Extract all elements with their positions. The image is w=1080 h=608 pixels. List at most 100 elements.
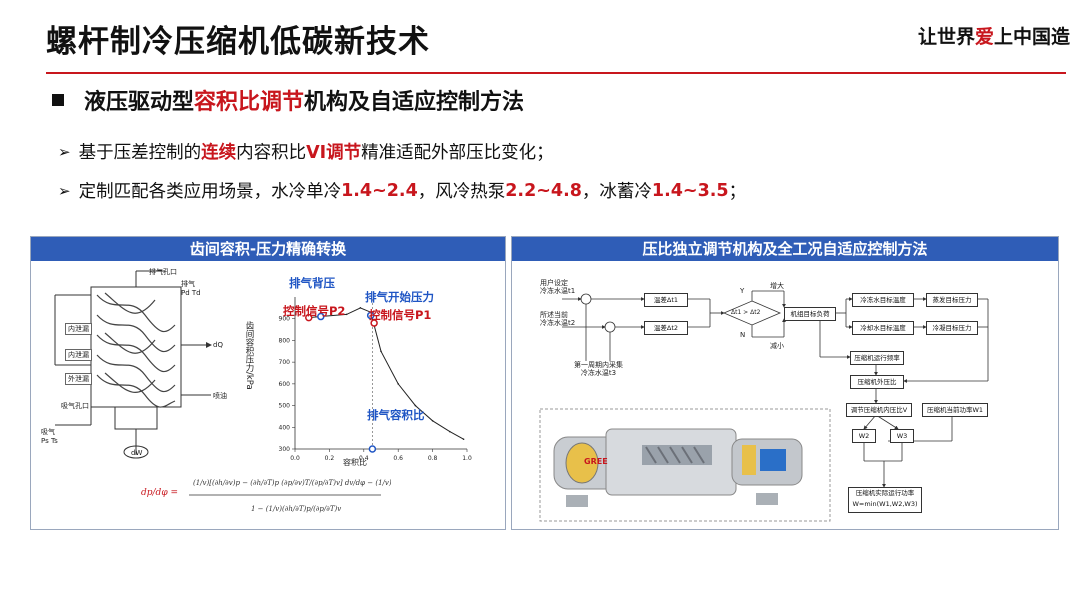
label-inner-leak-2: 内泄漏 xyxy=(65,349,92,361)
section-heading: 液压驱动型容积比调节机构及自适应控制方法 xyxy=(52,84,524,116)
marker-exhaust-start xyxy=(366,311,375,320)
chart-x-tick-label: 0.8 xyxy=(428,455,438,462)
left-panel: 齿间容积-压力精确转换 xyxy=(30,236,506,530)
logo-part-2: 爱 xyxy=(975,26,995,48)
node-comp-freq: 压缩机运行频率 xyxy=(850,351,904,365)
annotation-exhaust-start-pressure: 排气开始压力 xyxy=(365,290,434,304)
node-current-temp: 所述当前 冷冻水温t2 xyxy=(540,311,576,327)
node-comp-ratio: 压缩机外压比 xyxy=(850,375,904,389)
label-oil-inject: 喷油 xyxy=(213,392,227,400)
chart-y-tick-label: 700 xyxy=(279,359,291,366)
b1-text-5: 精准适配外部压比变化； xyxy=(361,143,554,163)
square-bullet-icon xyxy=(52,94,64,106)
b2-text-2: ，风冷热泵 xyxy=(417,182,506,202)
title-divider xyxy=(46,72,1066,74)
right-panel: 压比独立调节机构及全工况自适应控制方法 xyxy=(511,236,1059,530)
marker-signal-p1 xyxy=(370,319,378,327)
label-suction: 吸气 xyxy=(41,428,55,436)
b1-text-2: 连续 xyxy=(201,143,237,163)
b2-text-3: ，冰蓄冷 xyxy=(581,182,652,202)
heading-post: 机构及自适应控制方法 xyxy=(304,90,525,115)
label-exhaust: 排气 xyxy=(181,280,195,288)
label-suction-port: 吸气孔口 xyxy=(61,402,89,410)
node-diff-t1: 温差Δt1 xyxy=(644,293,688,307)
b1-text-4: VI调节 xyxy=(306,143,362,163)
logo-part-3: 上中国造 xyxy=(994,26,1071,48)
chart-x-tick-label: 0.6 xyxy=(393,455,403,462)
node-sample-temp: 第一周期内采集 冷冻水温t3 xyxy=(574,361,623,377)
chart-x-tick-label: 1.0 xyxy=(462,455,472,462)
node-chw-target: 冷冻水目标温度 xyxy=(852,293,914,307)
arrow-bullet-icon: ➢ xyxy=(58,142,71,161)
compressor-schematic xyxy=(54,270,212,459)
b1-text-1: 基于压差控制的 xyxy=(78,143,202,163)
chart-x-tick-label: 0.4 xyxy=(359,455,369,462)
chart-ylabel: 齿间容积压力/kPa xyxy=(244,321,254,390)
chart-data-point xyxy=(449,430,451,433)
label-pd-td: Pd Td xyxy=(181,289,201,297)
chart-x-tick-label: 0.2 xyxy=(325,455,335,462)
marker-exhaust-back xyxy=(317,312,325,321)
node-actual-power: 压缩机实际运行功率 W=min(W1,W2,W3) xyxy=(848,487,922,513)
label-inner-leak-1: 内泄漏 xyxy=(65,323,92,335)
b2-text-4: ； xyxy=(728,182,747,202)
logo-part-1: 让世界 xyxy=(918,26,976,48)
node-compare: Δt1 > Δt2 xyxy=(731,309,761,316)
chart-data-point xyxy=(414,404,417,407)
right-panel-title: 压比独立调节机构及全工况自适应控制方法 xyxy=(512,237,1058,261)
label-dq: dQ xyxy=(213,341,223,349)
label-dw: dW xyxy=(131,449,143,457)
node-adjust-vi: 调节压缩机内压比V xyxy=(846,403,912,417)
node-unit-load: 机组目标负荷 xyxy=(784,307,836,321)
arrow-bullet-icon: ➢ xyxy=(58,181,71,200)
annotation-exhaust-volume-ratio: 排气容积比 xyxy=(367,408,425,422)
svg-text:(1/v)[(∂h/∂v)p − (∂h/∂T)p (∂p/: (1/v)[(∂h/∂v)p − (∂h/∂T)p (∂p/∂v)T/(∂p/∂… xyxy=(193,479,391,487)
node-w3: W3 xyxy=(890,429,914,443)
chart-y-tick-label: 400 xyxy=(279,424,291,431)
chart-y-tick-label: 800 xyxy=(279,337,291,344)
chart-data-point xyxy=(359,307,362,309)
heading-highlight: 容积比调节 xyxy=(194,90,305,115)
b1-text-3: 内容积比 xyxy=(236,143,307,163)
chart-data-point xyxy=(431,419,434,422)
b2-text-1: 定制匹配各类应用场景，水冷单冷 xyxy=(78,182,342,202)
compressor-cutaway-image xyxy=(553,428,803,507)
b2-range-3: 1.4~3.5 xyxy=(651,180,729,201)
annotation-exhaust-back-pressure: 排气背压 xyxy=(289,276,335,290)
label-decrease: 减小 xyxy=(770,342,784,350)
chart-y-tick-label: 900 xyxy=(279,316,291,323)
brand-logo: 让世界爱上中国造 xyxy=(918,22,1070,49)
control-flow-lines xyxy=(539,290,989,522)
chart-data-point xyxy=(345,313,348,316)
node-user-set: 用户设定 冷冻水温t1 xyxy=(540,279,576,295)
heading-pre: 液压驱动型 xyxy=(84,90,195,115)
label-y: Y xyxy=(740,287,745,295)
node-cw-target: 冷却水目标温度 xyxy=(852,321,914,335)
brand-mark: GREE xyxy=(584,457,608,466)
node-diff-t2: 温差Δt2 xyxy=(644,321,688,335)
label-ps-ts: Ps Ts xyxy=(41,437,58,445)
annotation-signal-p2: 控制信号P2 xyxy=(283,304,346,318)
governing-equation: dp/dφ = (1/v)[(∂h/∂v)p − (∂h/∂T)p (∂p/∂v… xyxy=(141,479,391,513)
node-w2: W2 xyxy=(852,429,876,443)
label-n: N xyxy=(740,331,746,339)
chart-x-tick-label: 0.0 xyxy=(290,455,300,462)
annotation-signal-p1: 控制信号P1 xyxy=(369,308,432,322)
svg-text:dp/dφ =: dp/dφ = xyxy=(141,488,178,498)
label-exhaust-port: 排气孔口 xyxy=(149,268,177,276)
b2-range-2: 2.2~4.8 xyxy=(505,180,582,201)
chart-y-tick-label: 500 xyxy=(279,403,291,410)
node-cond-target: 冷凝目标压力 xyxy=(926,321,978,335)
chart-data-point xyxy=(380,350,382,353)
svg-text:1 − (1/v)(∂h/∂T)p/(∂p/∂T)v: 1 − (1/v)(∂h/∂T)p/(∂p/∂T)v xyxy=(251,505,341,513)
node-comp-power: 压缩机当前功率W1 xyxy=(922,403,988,417)
chart-xlabel: 容积比 xyxy=(343,458,367,467)
label-increase: 增大 xyxy=(770,282,784,290)
chart-data-point xyxy=(462,438,465,441)
chart-y-tick-label: 300 xyxy=(279,446,291,453)
b2-range-1: 1.4~2.4 xyxy=(341,180,418,201)
node-evap-target: 蒸发目标压力 xyxy=(926,293,978,307)
